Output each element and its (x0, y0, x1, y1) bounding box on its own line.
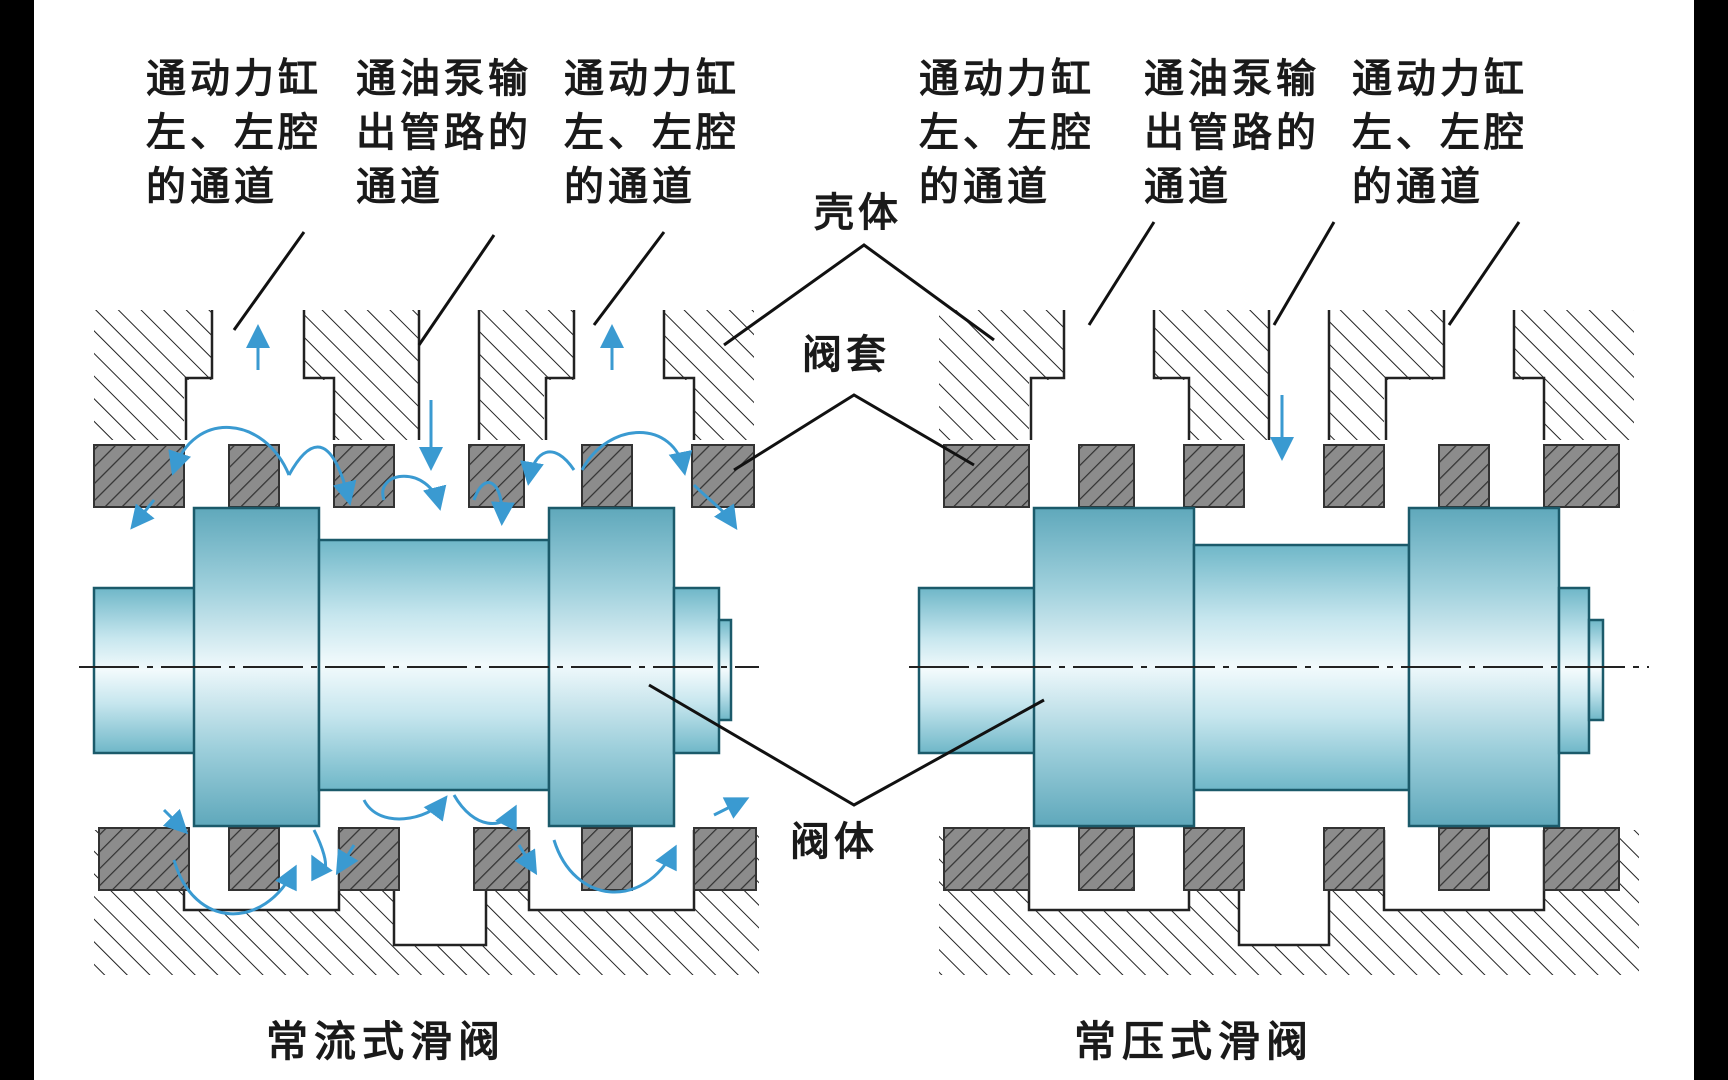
right-lower-port-2 (1239, 830, 1329, 945)
left-port-2 (419, 300, 479, 440)
left-valve-caption: 常流式滑阀 (266, 1017, 507, 1066)
left-valve (79, 300, 759, 975)
left-sleeve-upper (93, 444, 755, 508)
housing-callout: 壳体 (814, 190, 902, 236)
right-chamber-1 (1029, 380, 1189, 440)
right-port-label-2: 通油泵输 出管路的 通道 (1144, 56, 1320, 210)
left-port-label-2: 通油泵输 出管路的 通道 (356, 56, 532, 210)
spool-callout: 阀体 (790, 819, 878, 865)
left-port-label-3: 通动力缸 左、左腔 的通道 (564, 56, 740, 210)
right-valve (909, 310, 1649, 975)
left-port-3 (574, 300, 664, 380)
left-housing-outline-upper (184, 310, 696, 440)
left-chamber-3 (544, 380, 694, 440)
right-port-label-3: 通动力缸 左、左腔 的通道 (1352, 56, 1528, 210)
right-sleeve-lower (943, 827, 1620, 891)
right-valve-caption: 常压式滑阀 (1074, 1017, 1315, 1066)
left-sleeve-lower (98, 827, 757, 891)
left-flow-arrows (130, 324, 750, 916)
leader-lines (232, 221, 1521, 807)
spool-valve-diagram (79, 221, 1649, 975)
left-port-label-1: 通动力缸 左、左腔 的通道 (146, 56, 322, 210)
right-port-label-1: 通动力缸 左、左腔 的通道 (919, 56, 1095, 210)
left-lower-port-2 (394, 830, 486, 945)
diagram-panel: 通动力缸 左、左腔 的通道 通油泵输 出管路的 通道 通动力缸 左、左腔 的通道… (34, 0, 1694, 1080)
right-chamber-3 (1384, 380, 1544, 440)
right-housing-outline-upper (1029, 310, 1546, 440)
sleeve-callout: 阀套 (802, 332, 890, 378)
